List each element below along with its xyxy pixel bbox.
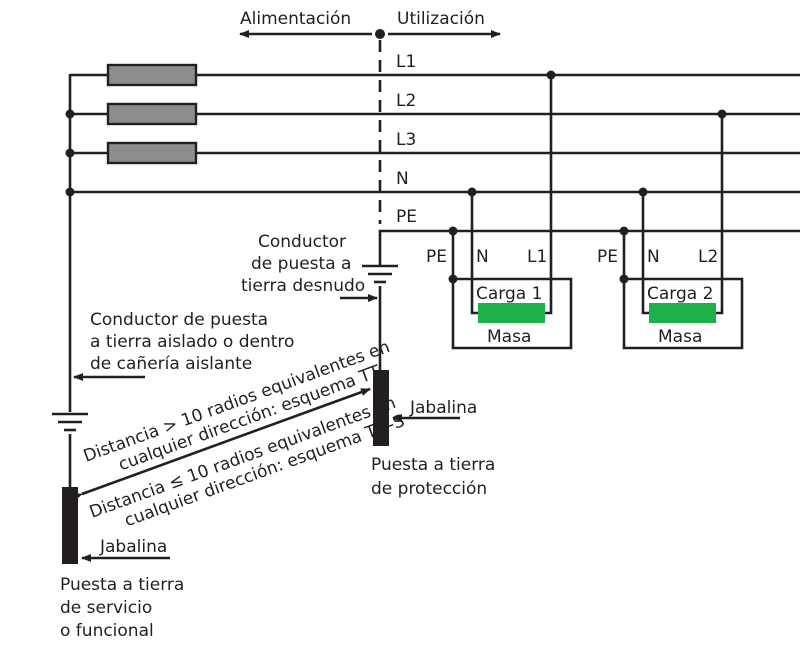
load1-name: Carga 1 [476,284,542,304]
load-2: PE N L2 Carga 2 Masa [597,109,744,350]
fuse-l1 [106,63,198,87]
bus-lines: L1 L2 L3 N PE [65,52,800,412]
boundary-dot [375,29,385,39]
load2-phase-label: L2 [698,247,718,267]
bare-conductor-label: de puesta a [251,254,351,274]
load1-l1-wire [545,75,553,315]
junction-dot [546,70,556,80]
bare-conductor-label: tierra desnudo [241,276,365,296]
junction-dot [448,274,458,284]
junction-dot [65,187,75,197]
label-l1: L1 [396,52,416,72]
protection-ground: Conductor de puesta a tierra desnudo Jab… [241,232,495,499]
distance-arrow [72,387,371,501]
load-1: PE N L1 Carga 1 Masa [426,70,573,350]
protection-rod [373,370,389,446]
junction-dot [65,109,75,119]
junction-dot [619,274,629,284]
load2-mass-box [622,277,744,350]
load2-pe-label: PE [597,247,618,267]
junction-dot [467,187,477,197]
load1-element [478,303,545,323]
supply-label: Alimentación [240,9,351,29]
service-ground: Conductor de puesta a tierra aislado o d… [52,310,294,641]
junction-dot [717,109,727,119]
junction-dot [448,226,458,236]
boundary-header: Alimentación Utilización [239,9,501,224]
junction-dot [65,148,75,158]
service-rod-label: Jabalina [99,537,167,557]
insulated-conductor-label: Conductor de puesta [90,310,268,330]
load1-n-label: N [476,247,489,267]
load1-pe-label: PE [426,247,447,267]
load2-name: Carga 2 [647,284,713,304]
usage-label: Utilización [397,9,485,29]
junction-dot [619,226,629,236]
load2-mass-label: Masa [658,327,702,347]
protection-ground-label: Puesta a tierra [371,455,495,475]
service-ground-label: o funcional [60,621,154,641]
label-l2: L2 [396,91,416,111]
service-ground-label: de servicio [60,598,152,618]
label-pe: PE [396,207,417,227]
load1-mass-box [451,277,573,350]
junction-dot [638,187,648,197]
label-n: N [396,169,409,189]
bare-conductor-label: Conductor [258,232,346,252]
insulated-conductor-label: de cañería aislante [90,354,252,374]
service-rod [62,487,78,564]
load2-n-label: N [647,247,660,267]
load1-phase-label: L1 [527,247,547,267]
load2-l2-wire [716,114,724,315]
label-l3: L3 [396,130,416,150]
service-ground-label: Puesta a tierra [60,575,184,595]
fuse-l2 [106,102,198,126]
fuse-l3 [106,141,198,165]
protection-ground-label: de protección [371,479,487,499]
load2-element [649,303,716,323]
load1-n-wire [470,192,478,315]
load2-n-wire [641,192,649,315]
insulated-conductor-label: a tierra aislado o dentro [90,332,294,352]
protection-rod-label: Jabalina [409,398,477,418]
line-pe [378,229,800,265]
load1-mass-label: Masa [487,327,531,347]
